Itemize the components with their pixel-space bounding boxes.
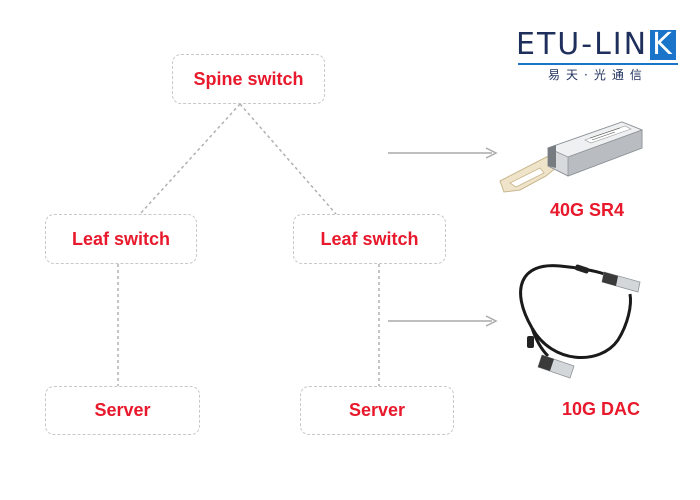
connector-spine-leaf-left — [139, 103, 241, 215]
connector-spine-leaf-right — [239, 103, 337, 215]
qsfp-transceiver-icon — [499, 121, 644, 193]
logo-text-main: ETU-LIN — [516, 27, 649, 62]
server-left-node: Server — [45, 386, 200, 435]
server-right-node: Server — [300, 386, 454, 435]
arrow-to-dac — [388, 315, 498, 327]
leaf-switch-left-node: Leaf switch — [45, 214, 197, 264]
qsfp-label: 40G SR4 — [550, 200, 625, 220]
dac-label: 10G DAC — [562, 399, 641, 419]
arrow-to-qsfp — [388, 147, 498, 159]
dac-cable-icon — [519, 264, 641, 379]
logo-accent-letter: K — [650, 27, 676, 62]
logo-subtitle: 易天·光通信 — [548, 68, 648, 82]
logo-rule — [518, 63, 678, 65]
spine-switch-node: Spine switch — [172, 54, 325, 104]
leaf-switch-right-node: Leaf switch — [293, 214, 446, 264]
